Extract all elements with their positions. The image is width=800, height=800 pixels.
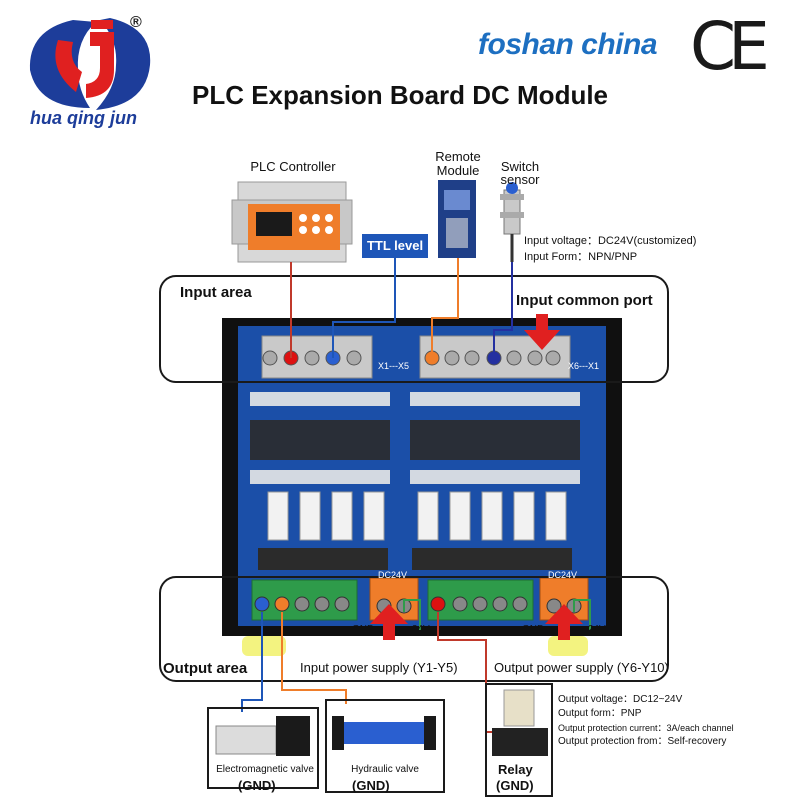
relay-device <box>485 683 553 797</box>
output-area-frame <box>159 576 669 682</box>
plc-controller-label: PLC Controller <box>250 159 336 174</box>
input-supply-arrow <box>370 604 408 640</box>
plus24-left-label: +24V <box>406 624 430 635</box>
hydraulic-valve-label: Hydraulic valve <box>351 764 419 775</box>
registered-mark: ® <box>130 14 142 31</box>
x1-x5-mark: X1---X5 <box>378 361 410 371</box>
switch-sensor-device <box>500 182 524 262</box>
hydraulic-gnd-label: (GND) <box>352 778 390 793</box>
spec-output-voltage: Output voltage：DC12~24V <box>558 694 683 705</box>
electromagnetic-valve-device <box>207 707 319 789</box>
output-supply-arrow <box>545 604 583 640</box>
x6-x10-mark: X6---X1 <box>568 361 600 371</box>
output-terminal-green-left <box>251 579 358 621</box>
spec-output-form: Output form：PNP <box>558 708 642 719</box>
electromagnetic-valve-label: Electromagnetic valve <box>216 764 314 775</box>
plus24-right-label: +24V <box>582 624 606 635</box>
spec-protection-from: Output protection from：Self-recovery <box>558 736 727 747</box>
ttl-level-badge: TTL level <box>362 234 428 258</box>
output-area-label: Output area <box>163 660 248 677</box>
dc24-right-mark: DC24V <box>548 570 578 580</box>
output-terminal-green-right <box>427 579 534 621</box>
mosfet-row <box>258 548 572 570</box>
remote-module-device <box>438 180 476 258</box>
logo-text: hua qing jun <box>30 108 137 128</box>
remote-module-label-1: Remote <box>435 149 481 164</box>
input-common-arrow <box>524 314 560 350</box>
gnd-left-label: GND <box>352 624 375 635</box>
input-form-text: Input Form：NPN/PNP <box>524 251 638 263</box>
gnd-right-label: GND <box>522 624 545 635</box>
input-common-port-label: Input common port <box>516 292 653 309</box>
relay-label: Relay <box>498 762 533 777</box>
switch-sensor-label-1: Switch <box>500 159 540 174</box>
page-title: PLC Expansion Board DC Module <box>191 80 609 110</box>
relay-gnd-label: (GND) <box>496 778 534 793</box>
electromagnetic-gnd-label: (GND) <box>238 778 276 793</box>
pcb-components <box>250 392 580 484</box>
input-area-label: Input area <box>180 284 252 301</box>
switch-sensor-label-2: sensor <box>500 172 540 187</box>
spec-protection-current: Output protection current：3A/each channe… <box>558 723 734 733</box>
plc-controller-device <box>231 181 353 263</box>
input-power-supply-label: Input power supply (Y1-Y5) <box>300 660 458 675</box>
output-power-supply-label: Output power supply (Y6-Y10) <box>494 660 669 675</box>
input-area-frame <box>159 275 669 383</box>
remote-module-label-2: Module <box>436 163 480 178</box>
brand-logo <box>18 10 168 135</box>
input-terminal-block-left <box>261 335 373 379</box>
relay-row <box>267 491 567 541</box>
ce-mark: CE <box>690 8 770 85</box>
dc24-left-mark: DC24V <box>378 570 408 580</box>
hydraulic-valve-device <box>325 699 445 793</box>
origin-label: foshan china <box>478 28 658 61</box>
input-voltage-text: Input voltage：DC24V(customized) <box>524 235 697 247</box>
